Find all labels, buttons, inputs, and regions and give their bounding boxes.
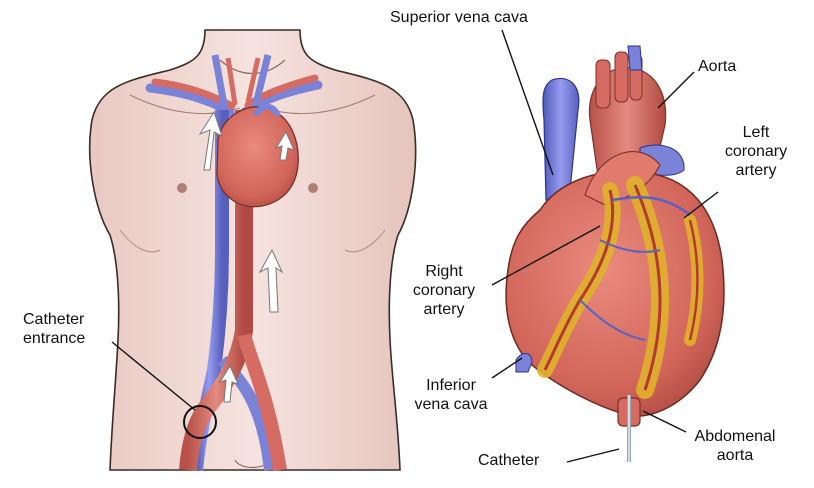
label-inferior-vena-cava-line-1: Inferior: [400, 376, 502, 395]
leader-catheter: [567, 449, 619, 462]
leader-aorta: [658, 72, 694, 108]
label-left-coronary-line-1: Left: [711, 123, 801, 142]
label-left-coronary-artery: Left coronary artery: [711, 123, 801, 180]
label-inferior-vena-cava-line-2: vena cava: [400, 395, 502, 414]
label-left-coronary-line-2: coronary: [711, 142, 801, 161]
heart-illustration: [506, 46, 724, 462]
label-catheter-entrance: Catheter entrance: [23, 310, 85, 348]
label-catheter-entrance-line-2: entrance: [23, 329, 85, 348]
label-left-coronary-line-3: artery: [711, 161, 801, 180]
label-right-coronary-line-2: coronary: [392, 281, 496, 300]
label-right-coronary-artery: Right coronary artery: [392, 262, 496, 319]
label-superior-vena-cava: Superior vena cava: [390, 8, 528, 27]
label-right-coronary-line-1: Right: [392, 262, 496, 281]
label-catheter-entrance-line-1: Catheter: [23, 310, 85, 329]
label-right-coronary-line-3: artery: [392, 300, 496, 319]
label-abdominal-aorta-line-2: aorta: [680, 446, 790, 465]
label-inferior-vena-cava: Inferior vena cava: [400, 376, 502, 414]
label-aorta: Aorta: [698, 57, 736, 76]
label-catheter: Catheter: [478, 451, 539, 470]
label-abdominal-aorta: Abdomenal aorta: [680, 427, 790, 465]
label-abdominal-aorta-line-1: Abdomenal: [680, 427, 790, 446]
